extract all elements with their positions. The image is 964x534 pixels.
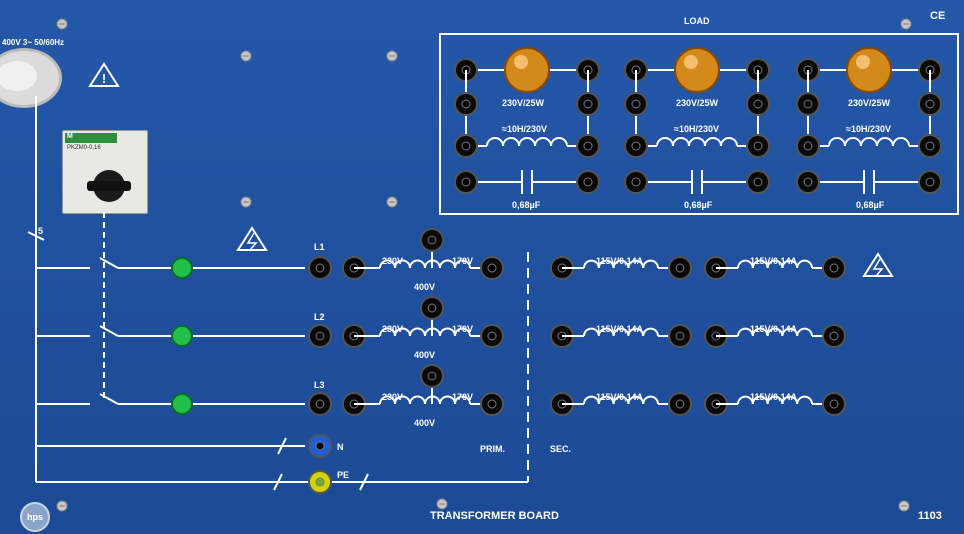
inductor-coil-icon-3 (828, 137, 910, 147)
lamp-bulb-icon-2 (674, 47, 720, 93)
load-col-2-right-mid-socket[interactable] (746, 92, 770, 116)
lamp-1-label: 230V/25W (502, 98, 545, 108)
l1-170-label: 170V (452, 256, 474, 266)
lamp-bulb-highlight-3 (856, 55, 870, 69)
phase-l1-input-socket[interactable] (308, 256, 332, 280)
secondary-coil-b-icon-l1 (737, 259, 813, 269)
l2-230-label: 230V (382, 324, 404, 334)
capacitor-1-label: 0,68µF (512, 200, 541, 210)
power-cable-gland (0, 48, 62, 108)
inductor-1-label: ≈10H/230V (502, 124, 547, 134)
secondary-l1-a2-socket[interactable] (668, 256, 692, 280)
secondary-coil-a-icon-l3 (583, 395, 659, 405)
secondary-coil-a-icon-l2 (583, 327, 659, 337)
primary-coil-icon-l3 (379, 395, 471, 405)
l3-sec-right-label: 115V/0,14A (750, 392, 798, 402)
load-capacitor-3-left-socket[interactable] (796, 170, 820, 194)
inductor-coil-icon-1 (486, 137, 568, 147)
l2-170-label: 170V (452, 324, 474, 334)
load-capacitor-2-left-socket[interactable] (624, 170, 648, 194)
phase-l2-label: L2 (314, 312, 325, 322)
secondary-l1-b2-socket[interactable] (822, 256, 846, 280)
capacitor-2-label: 0,68µF (684, 200, 713, 210)
switch-number-label: 5 (38, 226, 44, 236)
secondary-coil-b-icon-l2 (737, 327, 813, 337)
pe-socket[interactable] (308, 470, 332, 494)
phase-l1-label: L1 (314, 242, 325, 252)
load-col-1-left-mid-socket[interactable] (454, 92, 478, 116)
pe-label: PE (337, 470, 350, 480)
load-capacitor-1-right-socket[interactable] (576, 170, 600, 194)
board-title: TRANSFORMER BOARD (430, 510, 559, 522)
breaker-rotary-knob-icon[interactable] (85, 167, 133, 205)
primary-l1-170v-socket[interactable] (480, 256, 504, 280)
board-number: 1103 (918, 510, 942, 522)
lamp-2-label: 230V/25W (676, 98, 719, 108)
supply-rating-label: 400V 3~ 50/60Hz (2, 38, 65, 47)
secondary-l3-a2-socket[interactable] (668, 392, 692, 416)
lamp-bulb-highlight-1 (514, 55, 528, 69)
load-title: LOAD (684, 16, 710, 26)
l3-sec-left-label: 115V/0,14A (596, 392, 644, 402)
load-col-3-left-mid-socket[interactable] (796, 92, 820, 116)
secondary-l2-a2-socket[interactable] (668, 324, 692, 348)
load-capacitor-1-left-socket[interactable] (454, 170, 478, 194)
l1-230-label: 230V (382, 256, 404, 266)
l2-sec-right-label: 115V/0,14A (750, 324, 798, 334)
l1-sec-left-label: 115V/0,14A (596, 256, 644, 266)
primary-coil-icon-l2 (379, 327, 471, 337)
breaker-brand-label: M (65, 133, 117, 143)
load-inductor-1-right-socket[interactable] (576, 134, 600, 158)
motor-protection-breaker[interactable]: M PKZM0-0,16 (62, 130, 148, 214)
l1-sec-right-label: 115V/0,14A (750, 256, 798, 266)
secondary-l2-b2-socket[interactable] (822, 324, 846, 348)
load-capacitor-2-right-socket[interactable] (746, 170, 770, 194)
inductor-coil-icon-2 (656, 137, 738, 147)
primary-l2-170v-socket[interactable] (480, 324, 504, 348)
l3-230-label: 230V (382, 392, 404, 402)
primary-l3-170v-socket[interactable] (480, 392, 504, 416)
load-inductor-2-right-socket[interactable] (746, 134, 770, 158)
secondary-coil-a-icon-l1 (583, 259, 659, 269)
lamp-bulb-highlight-2 (684, 55, 698, 69)
load-inductor-1-left-socket[interactable] (454, 134, 478, 158)
neutral-label: N (337, 442, 344, 452)
primary-l2-start-socket[interactable] (342, 324, 366, 348)
primary-l2-tap-socket[interactable] (420, 296, 444, 320)
l2-sec-left-label: 115V/0,14A (596, 324, 644, 334)
lamp-bulb-icon-3 (846, 47, 892, 93)
primary-coil-icon-l1 (379, 259, 471, 269)
l2-400-label: 400V (414, 350, 436, 360)
neutral-socket[interactable] (308, 434, 332, 458)
primary-l1-tap-socket[interactable] (420, 228, 444, 252)
l3-170-label: 170V (452, 392, 474, 402)
lamp-bulb-icon-1 (504, 47, 550, 93)
load-inductor-3-right-socket[interactable] (918, 134, 942, 158)
l3-400-label: 400V (414, 418, 436, 428)
load-inductor-2-left-socket[interactable] (624, 134, 648, 158)
load-inductor-3-left-socket[interactable] (796, 134, 820, 158)
breaker-model-label: PKZM0-0,16 (67, 145, 101, 151)
phase-l2-input-socket[interactable] (308, 324, 332, 348)
secondary-label: SEC. (550, 444, 572, 454)
primary-l3-tap-socket[interactable] (420, 364, 444, 388)
load-capacitor-3-right-socket[interactable] (918, 170, 942, 194)
load-col-1-right-mid-socket[interactable] (576, 92, 600, 116)
primary-label: PRIM. (480, 444, 506, 454)
phase-l3-input-socket[interactable] (308, 392, 332, 416)
load-col-3-right-mid-socket[interactable] (918, 92, 942, 116)
secondary-l3-b2-socket[interactable] (822, 392, 846, 416)
inductor-3-label: ≈10H/230V (846, 124, 891, 134)
manufacturer-logo: hps (20, 502, 50, 532)
ce-mark: CE (930, 10, 946, 22)
l1-400-label: 400V (414, 282, 436, 292)
capacitor-3-label: 0,68µF (856, 200, 885, 210)
secondary-coil-b-icon-l3 (737, 395, 813, 405)
load-col-2-left-mid-socket[interactable] (624, 92, 648, 116)
lamp-3-label: 230V/25W (848, 98, 891, 108)
inductor-2-label: ≈10H/230V (674, 124, 719, 134)
phase-l3-label: L3 (314, 380, 325, 390)
